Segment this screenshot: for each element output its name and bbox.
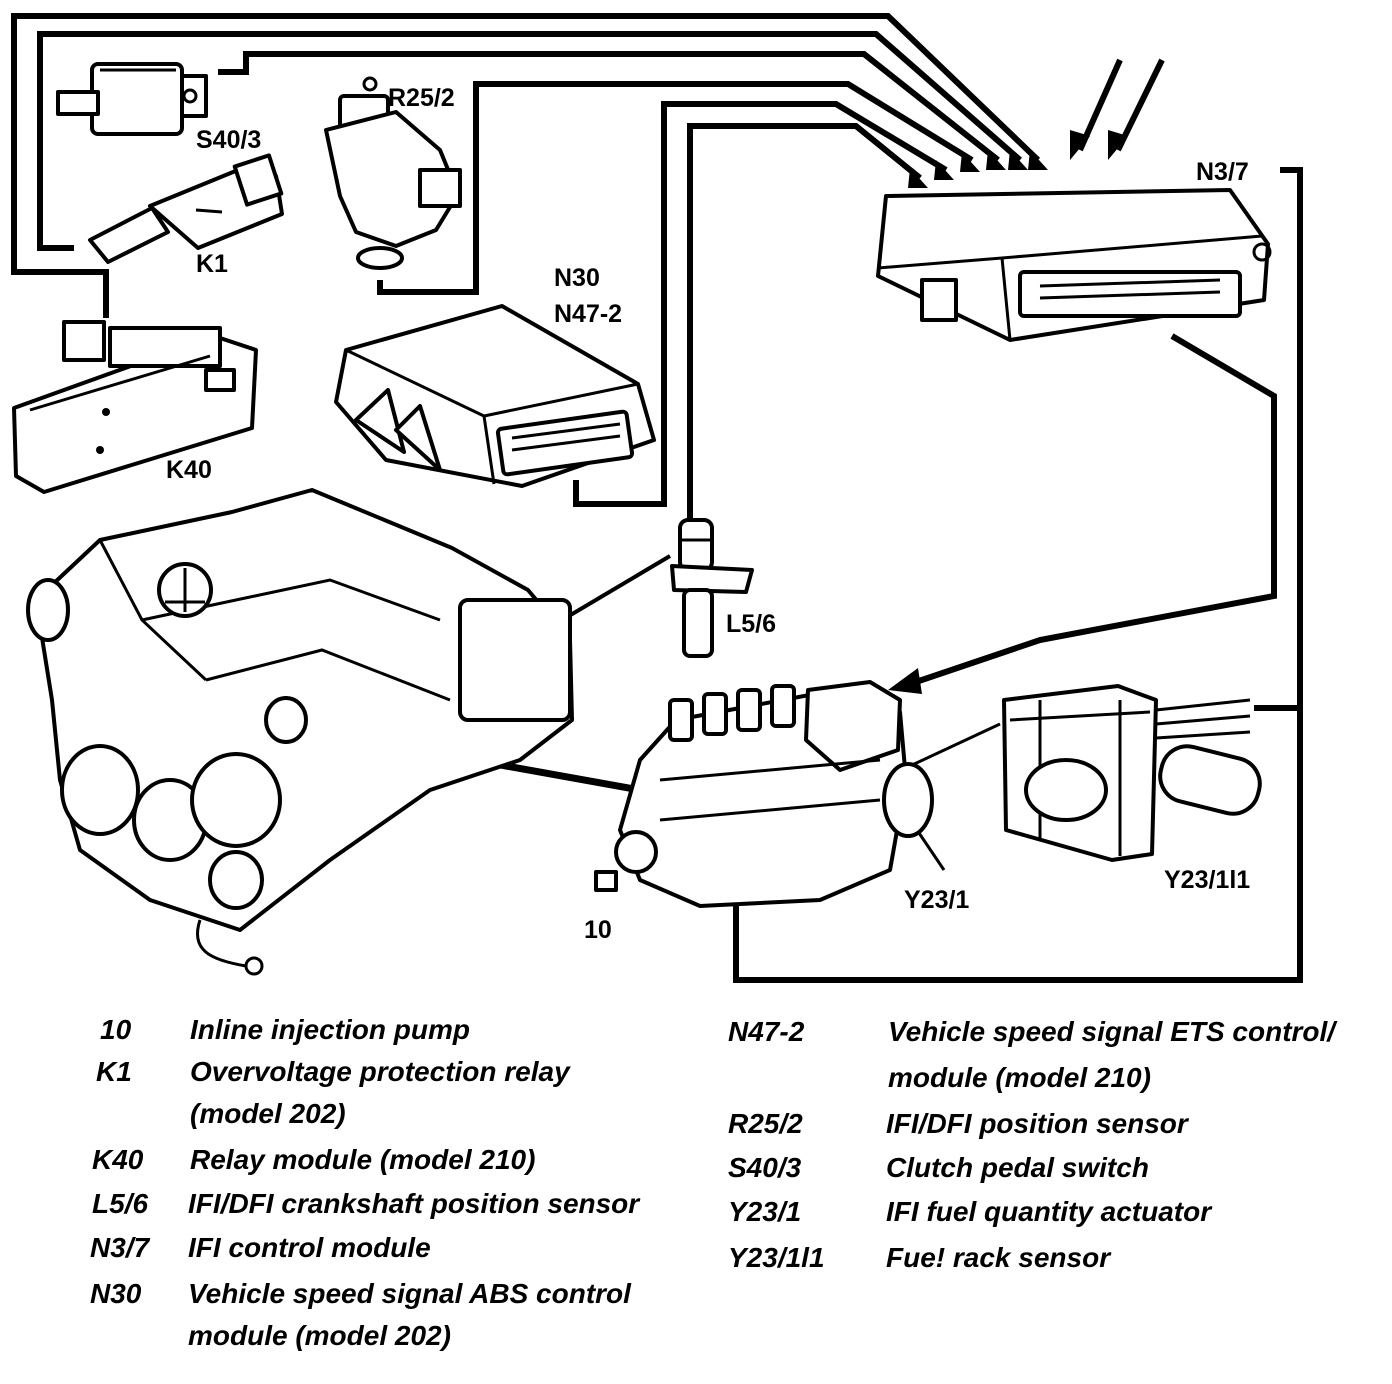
legend-code: K1 xyxy=(96,1056,132,1087)
relay-module-k40 xyxy=(12,320,258,494)
wire-s40-3 xyxy=(218,51,1000,163)
component-labels: S40/3 R25/2 K1 N3/7 N30 N47-2 K40 L5/6 Y… xyxy=(166,84,1250,944)
legend-code: R25/2 xyxy=(728,1108,803,1139)
legend-code: S40/3 xyxy=(728,1152,802,1183)
wire-input-2 xyxy=(1115,58,1165,152)
legend-code: 10 xyxy=(100,1014,132,1045)
control-module-n30-n47-2 xyxy=(334,304,656,488)
wire-n3-7-to-pump xyxy=(909,333,1277,687)
legend-code: N3/7 xyxy=(90,1232,150,1263)
wire-n30 xyxy=(573,101,948,507)
wire-fuel-rack xyxy=(1254,167,1303,711)
wire-l5-6 xyxy=(687,123,922,528)
legend-desc: module (model 202) xyxy=(188,1320,451,1351)
legend-desc: Inline injection pump xyxy=(190,1014,470,1045)
label-n30: N30 xyxy=(554,264,600,292)
legend-code: L5/6 xyxy=(92,1188,149,1219)
fuel-rack-sensor-y23-1l1 xyxy=(1002,684,1262,862)
legend-desc: module (model 210) xyxy=(888,1062,1151,1093)
label-r25-2: R25/2 xyxy=(388,84,455,112)
relay-k1 xyxy=(88,153,284,264)
legend-desc: Relay module (model 210) xyxy=(190,1144,536,1175)
legend-code: N47-2 xyxy=(728,1016,805,1047)
position-sensor-r25-2 xyxy=(324,76,462,270)
legend-desc: Overvoltage protection relay xyxy=(190,1056,570,1087)
engine-assembly xyxy=(26,488,574,976)
legend-desc: IFI fuel quantity actuator xyxy=(886,1196,1212,1227)
control-module-n3-7 xyxy=(876,188,1272,342)
label-y23-1: Y23/1 xyxy=(904,886,969,914)
clutch-switch-s40-3 xyxy=(56,62,208,136)
wire-r25-2 xyxy=(377,81,974,295)
label-k40: K40 xyxy=(166,456,212,484)
legend-desc: (model 202) xyxy=(190,1098,346,1129)
legend-desc: IFI control module xyxy=(188,1232,431,1263)
legend-desc: IFI/DFI position sensor xyxy=(886,1108,1188,1139)
label-s40-3: S40/3 xyxy=(196,126,261,154)
label-pump-10: 10 xyxy=(584,916,612,944)
legend-desc: Fue! rack sensor xyxy=(886,1242,1111,1273)
wire-k40 xyxy=(11,13,1041,318)
label-k1: K1 xyxy=(196,250,228,278)
label-n47-2: N47-2 xyxy=(554,300,622,328)
label-n3-7: N3/7 xyxy=(1196,158,1249,186)
legend-code: Y23/1l1 xyxy=(728,1242,825,1273)
legend-desc: Vehicle speed signal ABS control xyxy=(188,1278,631,1309)
legend-desc: Vehicle speed signal ETS control/ xyxy=(888,1016,1336,1047)
legend-code: N30 xyxy=(90,1278,142,1309)
legend-code: K40 xyxy=(92,1144,144,1175)
label-l5-6: L5/6 xyxy=(726,610,776,638)
wire-k1 xyxy=(37,31,1022,251)
legend-code: Y23/1 xyxy=(728,1196,802,1227)
label-y23-1l1: Y23/1l1 xyxy=(1164,866,1250,894)
crankshaft-sensor-l5-6 xyxy=(670,518,754,658)
injection-pump-10 xyxy=(594,680,934,908)
legend-desc: Clutch pedal switch xyxy=(886,1152,1149,1183)
legend-desc: IFI/DFI crankshaft position sensor xyxy=(188,1188,640,1219)
